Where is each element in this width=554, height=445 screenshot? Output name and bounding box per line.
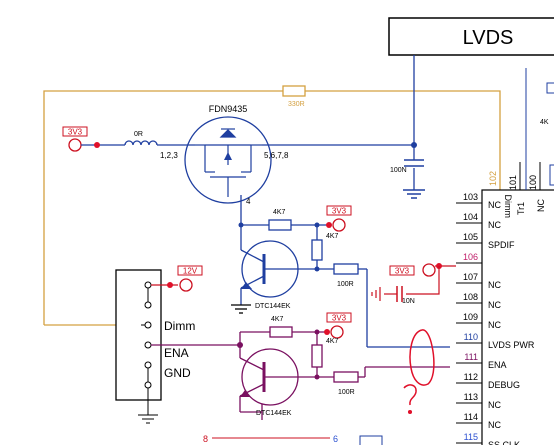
pin-label-115: SS CLK: [488, 440, 520, 445]
mosfet-pins-left: 1,2,3: [160, 151, 178, 160]
pin-label-105: SPDIF: [488, 240, 515, 250]
right-edge-fragment: 4K: [540, 82, 554, 186]
inductor-0r: [124, 140, 195, 146]
svg-text:330R: 330R: [288, 101, 305, 108]
connector-dimm: Dimm: [164, 319, 195, 333]
pin-number-114: 114: [464, 412, 478, 422]
pin-label-103: NC: [488, 200, 501, 210]
label-0r: 0R: [134, 131, 143, 138]
pin-number-111: 111: [464, 352, 478, 362]
pin-number-113: 113: [464, 392, 478, 402]
pin-label-113: NC: [488, 400, 501, 410]
junction-dot: [411, 142, 417, 148]
lvds-connector-block: LVDS: [388, 17, 554, 56]
ic-top-pins: 101 100 Tr1 NC Dimm: [503, 68, 546, 218]
resistor-330r: 330R: [282, 85, 306, 108]
label-100r: 100R: [337, 281, 354, 288]
connector-gnd: GND: [164, 366, 191, 380]
pin-label-110: LVDS PWR: [488, 340, 535, 350]
hand-annotation: [403, 329, 435, 415]
svg-text:6: 6: [333, 434, 338, 444]
ic-pin-block: 103NC104NC105SPDIF106107NC108NC109NC110L…: [456, 171, 554, 445]
svg-text:12V: 12V: [183, 267, 198, 276]
stage-bottom: [151, 326, 450, 383]
pin-label-111: ENA: [488, 360, 507, 370]
pin-label-109: NC: [488, 320, 501, 330]
label-4k7: 4K7: [326, 338, 339, 345]
label-4k7: 4K7: [326, 233, 339, 240]
lvds-title: LVDS: [463, 27, 514, 49]
transistor-bottom-label: DTC144EK: [256, 410, 292, 417]
pin-number-110: 110: [464, 332, 478, 342]
mosfet-pins-right: 5,6,7,8: [264, 151, 289, 160]
pin-number-108: 108: [463, 292, 478, 302]
label-dimm-vertical: Dimm: [503, 195, 513, 219]
svg-text:8: 8: [203, 434, 208, 444]
pin-number-103: 103: [463, 192, 478, 202]
pin-label-112: DEBUG: [488, 380, 520, 390]
mosfet-name: FDN9435: [209, 104, 248, 114]
pin-number-104: 104: [463, 212, 478, 222]
svg-text:3V3: 3V3: [395, 267, 410, 276]
label-4k7: 4K7: [273, 209, 286, 216]
pin-label-108: NC: [488, 300, 501, 310]
pin-101: 101: [508, 175, 518, 190]
connector-ena: ENA: [164, 346, 189, 360]
pin-100: 100: [528, 175, 538, 190]
mosfet-fdn9435: FDN9435 1,2,3 5,6,7,8 4: [160, 104, 289, 206]
label-100r: 100R: [338, 389, 355, 396]
transistor-bottom: DTC144EK: [239, 345, 299, 420]
svg-text:4K: 4K: [540, 119, 549, 126]
junction-dot: [94, 142, 100, 148]
pin-label-107: NC: [488, 280, 501, 290]
pin-number-115: 115: [464, 432, 478, 442]
stage-top: [241, 219, 450, 348]
svg-text:3V3: 3V3: [332, 207, 347, 216]
transistor-top-label: DTC144EK: [255, 303, 291, 310]
pin-number-102: 102: [488, 171, 498, 186]
capacitor-100n: [403, 159, 425, 199]
label-nc-top: NC: [536, 199, 546, 212]
power-3v3-top: 3V3: [62, 126, 88, 152]
power-3v3-stage-top: 3V3: [326, 205, 352, 232]
pin-number-112: 112: [464, 372, 478, 382]
svg-text:3V3: 3V3: [68, 128, 83, 137]
label-tr1: Tr1: [516, 202, 526, 215]
transistor-top: DTC144EK: [231, 240, 300, 314]
mosfet-pin-gate: 4: [246, 197, 251, 206]
pin-label-104: NC: [488, 220, 501, 230]
pin-label-114: NC: [488, 420, 501, 430]
label-4k7: 4K7: [271, 316, 284, 323]
spdif-filter: 3V3 10N: [371, 263, 456, 305]
power-3v3-stage-bottom: 3V3: [324, 312, 352, 339]
bottom-fragment: 8 6: [203, 434, 383, 445]
pin-number-109: 109: [463, 312, 478, 322]
dimm-net: [43, 90, 501, 326]
pin-number-106: 106: [463, 252, 478, 262]
svg-text:3V3: 3V3: [332, 314, 347, 323]
pin-number-107: 107: [463, 272, 478, 282]
label-10n: 10N: [402, 298, 415, 305]
panel-connector: 12V Dimm ENA GND: [115, 265, 203, 424]
pin-number-105: 105: [463, 232, 478, 242]
label-100n: 100N: [390, 167, 407, 174]
